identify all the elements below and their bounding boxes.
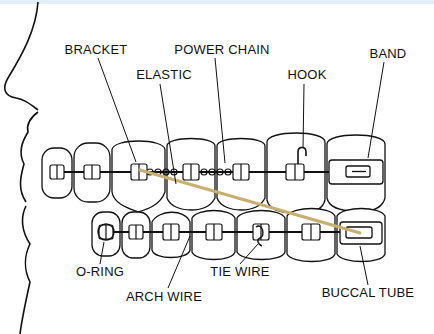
upper-teeth	[42, 133, 385, 213]
elastic-band	[140, 170, 360, 233]
part-label: TIE WIRE	[208, 264, 271, 279]
part-label: BUCCAL TUBE	[320, 285, 417, 300]
top-strip	[0, 0, 434, 4]
brackets-slots	[57, 164, 311, 240]
lower-teeth	[92, 209, 385, 262]
part-label: ARCH WIRE	[124, 289, 204, 304]
hook	[298, 148, 306, 165]
o-ring	[98, 224, 114, 240]
band	[329, 160, 383, 184]
part-label: POWER CHAIN	[172, 42, 271, 57]
part-label: ELASTIC	[134, 67, 194, 82]
face-profile	[5, 2, 38, 334]
part-label: HOOK	[285, 67, 328, 82]
tie-wire	[256, 226, 263, 246]
part-label: BAND	[368, 46, 409, 61]
leader-lines	[98, 58, 384, 288]
brackets	[50, 164, 320, 240]
part-label: BRACKET	[63, 42, 130, 57]
part-label: O-RING	[74, 264, 126, 279]
